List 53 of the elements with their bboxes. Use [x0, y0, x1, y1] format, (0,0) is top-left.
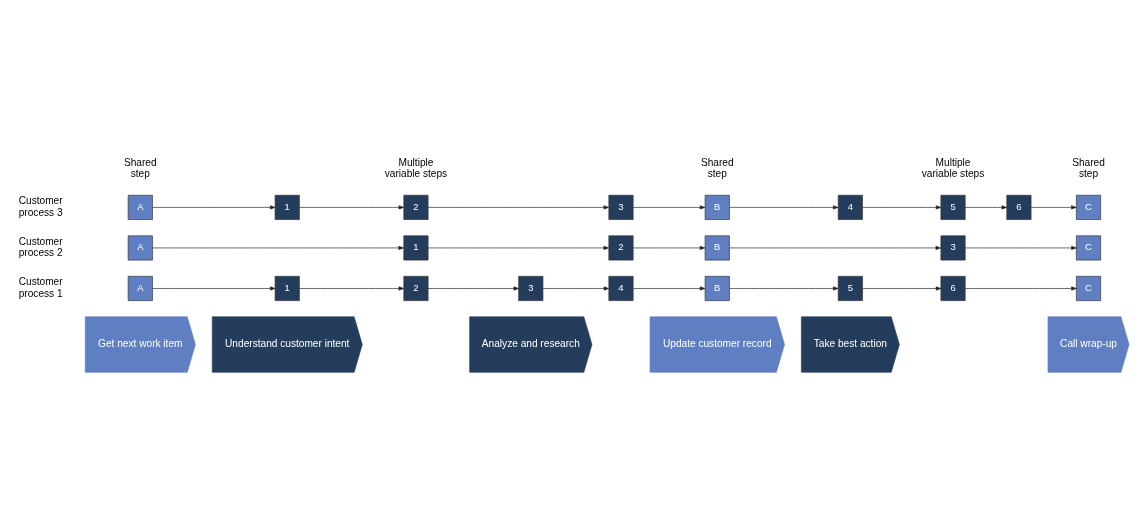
node-box: 5 [940, 194, 966, 220]
node-box: A [127, 275, 153, 301]
arrow [729, 205, 839, 210]
arrow [299, 205, 404, 210]
label: Shared step [123, 156, 157, 179]
arrow [862, 286, 942, 291]
label: Multiple variable steps [921, 156, 985, 179]
arrow [152, 205, 276, 210]
node-box: 3 [940, 235, 966, 261]
arrow [965, 286, 1077, 291]
node-box: 5 [837, 275, 863, 301]
arrow [964, 205, 1007, 210]
arrow [542, 286, 610, 291]
arrow [965, 245, 1077, 250]
node-box: 3 [518, 275, 544, 301]
node-box: B [704, 235, 730, 261]
node-box: 3 [608, 194, 634, 220]
node-box: B [704, 275, 730, 301]
node-box: 6 [1006, 194, 1032, 220]
arrow [1030, 205, 1077, 210]
arrow [152, 245, 404, 250]
node-box: C [1076, 235, 1101, 261]
node-box: 2 [608, 235, 634, 261]
node-box: 1 [403, 235, 429, 261]
node-box: 6 [940, 275, 966, 301]
label: Customer process 3 [18, 195, 63, 218]
node-box: C [1076, 194, 1101, 220]
node-box: 4 [837, 194, 863, 220]
arrow [427, 286, 519, 291]
arrow [427, 205, 609, 210]
arrow [152, 286, 276, 291]
label: Shared step [700, 156, 734, 179]
node-box: A [127, 194, 153, 220]
node-box: 2 [403, 194, 429, 220]
arrow [729, 286, 839, 291]
node-box: C [1076, 275, 1101, 301]
label: Multiple variable steps [384, 156, 448, 179]
label: Customer process 1 [18, 276, 63, 299]
node-box: 2 [403, 275, 429, 301]
arrow [299, 286, 404, 291]
arrow [632, 205, 706, 210]
node-box: B [704, 194, 730, 220]
arrow [862, 205, 942, 210]
arrow [632, 286, 706, 291]
node-box: 1 [274, 194, 300, 220]
label: Customer process 2 [18, 235, 63, 259]
node-box: 1 [274, 275, 300, 301]
node-box: 4 [608, 275, 634, 301]
node-box: A [127, 235, 153, 261]
arrow [729, 245, 941, 250]
label: Shared step [1072, 156, 1105, 179]
arrow [632, 245, 706, 250]
arrow [427, 245, 609, 250]
